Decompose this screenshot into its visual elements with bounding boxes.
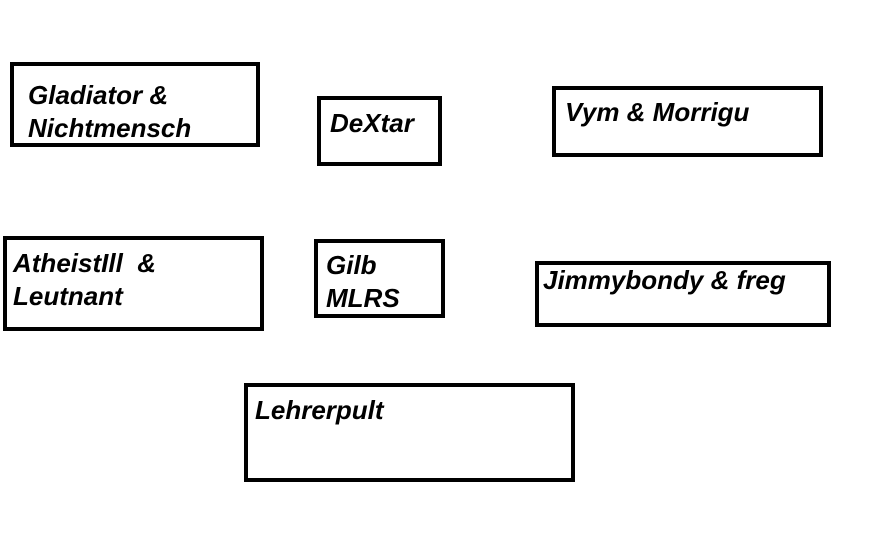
seat-box-gilb-mlrs: Gilb MLRS xyxy=(314,239,445,318)
seat-label: AtheistIll & Leutnant xyxy=(13,248,157,311)
seat-box-jimmybondy-freg: Jimmybondy & freg xyxy=(535,261,831,327)
seat-label: Jimmybondy & freg xyxy=(543,265,786,295)
seat-label: Gladiator & Nichtmensch xyxy=(28,80,192,143)
seat-label: DeXtar xyxy=(330,108,414,138)
seat-box-vym-morrigu: Vym & Morrigu xyxy=(552,86,823,157)
seat-box-atheistill-leutnant: AtheistIll & Leutnant xyxy=(3,236,264,331)
teacher-desk-box: Lehrerpult xyxy=(244,383,575,482)
seat-box-gladiator-nichtmensch: Gladiator & Nichtmensch xyxy=(10,62,260,147)
seat-box-dextar: DeXtar xyxy=(317,96,442,166)
seat-label: Gilb MLRS xyxy=(326,250,400,313)
seat-label: Vym & Morrigu xyxy=(565,97,750,127)
teacher-desk-label: Lehrerpult xyxy=(255,395,384,425)
